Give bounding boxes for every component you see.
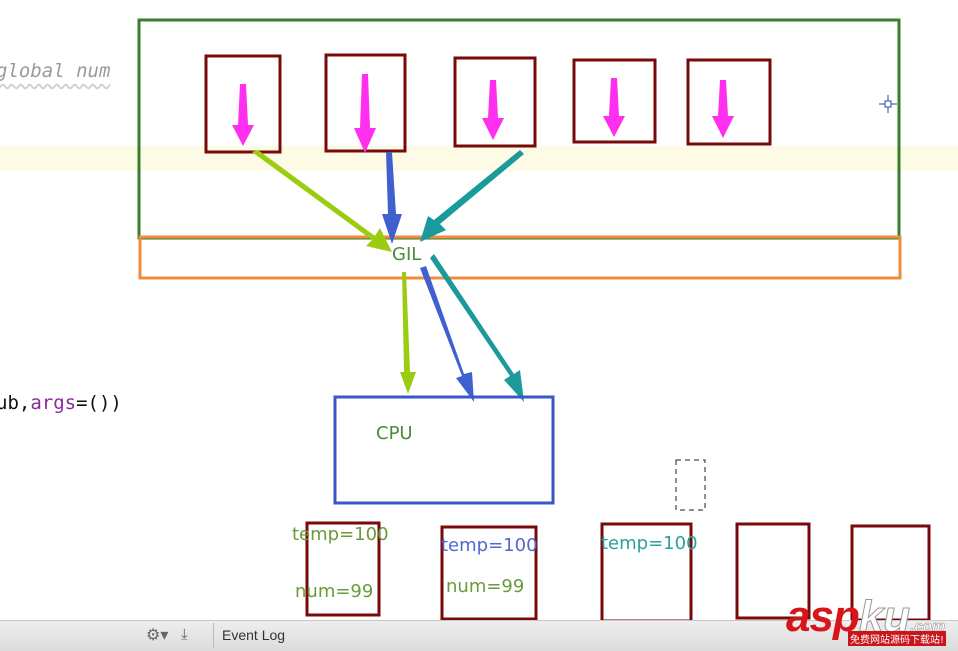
green-thread-arrow xyxy=(252,150,392,252)
green-cpu-arrow xyxy=(400,272,416,394)
process-box xyxy=(137,18,901,240)
gil-box xyxy=(138,235,902,280)
down-arrow xyxy=(482,80,504,140)
thread2-temp: temp=100 xyxy=(441,535,538,556)
watermark-text: asp xyxy=(786,592,860,641)
cpu-box xyxy=(333,395,555,505)
code-line-global: global num xyxy=(0,60,111,82)
teal-thread-arrow xyxy=(420,150,524,242)
cpu-label: CPU xyxy=(376,423,413,444)
thread-box xyxy=(572,58,657,144)
down-arrow xyxy=(712,80,734,138)
thread1-num: num=99 xyxy=(295,581,374,602)
gil-label: GIL xyxy=(392,244,422,265)
thread-boxes-top xyxy=(204,53,772,154)
thread-box xyxy=(204,54,282,154)
blue-thread-arrow xyxy=(382,152,402,244)
code-line-args: ub,args=()) xyxy=(0,392,122,414)
code-text: ub, xyxy=(0,392,31,414)
thread-box xyxy=(440,525,538,621)
event-log-button[interactable]: Event Log xyxy=(222,627,286,643)
crosshair-icon xyxy=(879,95,897,113)
thread-box xyxy=(453,56,537,148)
down-arrow xyxy=(354,74,376,153)
down-arrow xyxy=(603,78,625,137)
thread2-num: num=99 xyxy=(446,576,525,597)
thread-box xyxy=(735,522,811,620)
code-text: =()) xyxy=(76,392,122,414)
selection-marquee xyxy=(675,459,706,511)
blue-cpu-arrow xyxy=(420,266,474,402)
watermark-text: .com xyxy=(910,618,946,636)
gear-icon[interactable]: ⚙▾ xyxy=(146,625,169,644)
thread3-temp: temp=100 xyxy=(601,533,698,554)
teal-cpu-arrow xyxy=(430,254,524,402)
thread1-temp: temp=100 xyxy=(292,524,389,545)
code-keyword: args xyxy=(30,392,77,414)
watermark-tagline: 免费网站源码下载站! xyxy=(848,631,947,646)
thread-box xyxy=(305,521,381,617)
thread-box xyxy=(686,58,772,146)
divider xyxy=(213,623,214,649)
down-arrow xyxy=(232,84,254,146)
hide-panel-icon[interactable]: ⤓ xyxy=(181,625,188,643)
status-bar: ⚙▾ ⤓ Event Log xyxy=(0,620,958,651)
current-line-highlight xyxy=(0,146,958,171)
